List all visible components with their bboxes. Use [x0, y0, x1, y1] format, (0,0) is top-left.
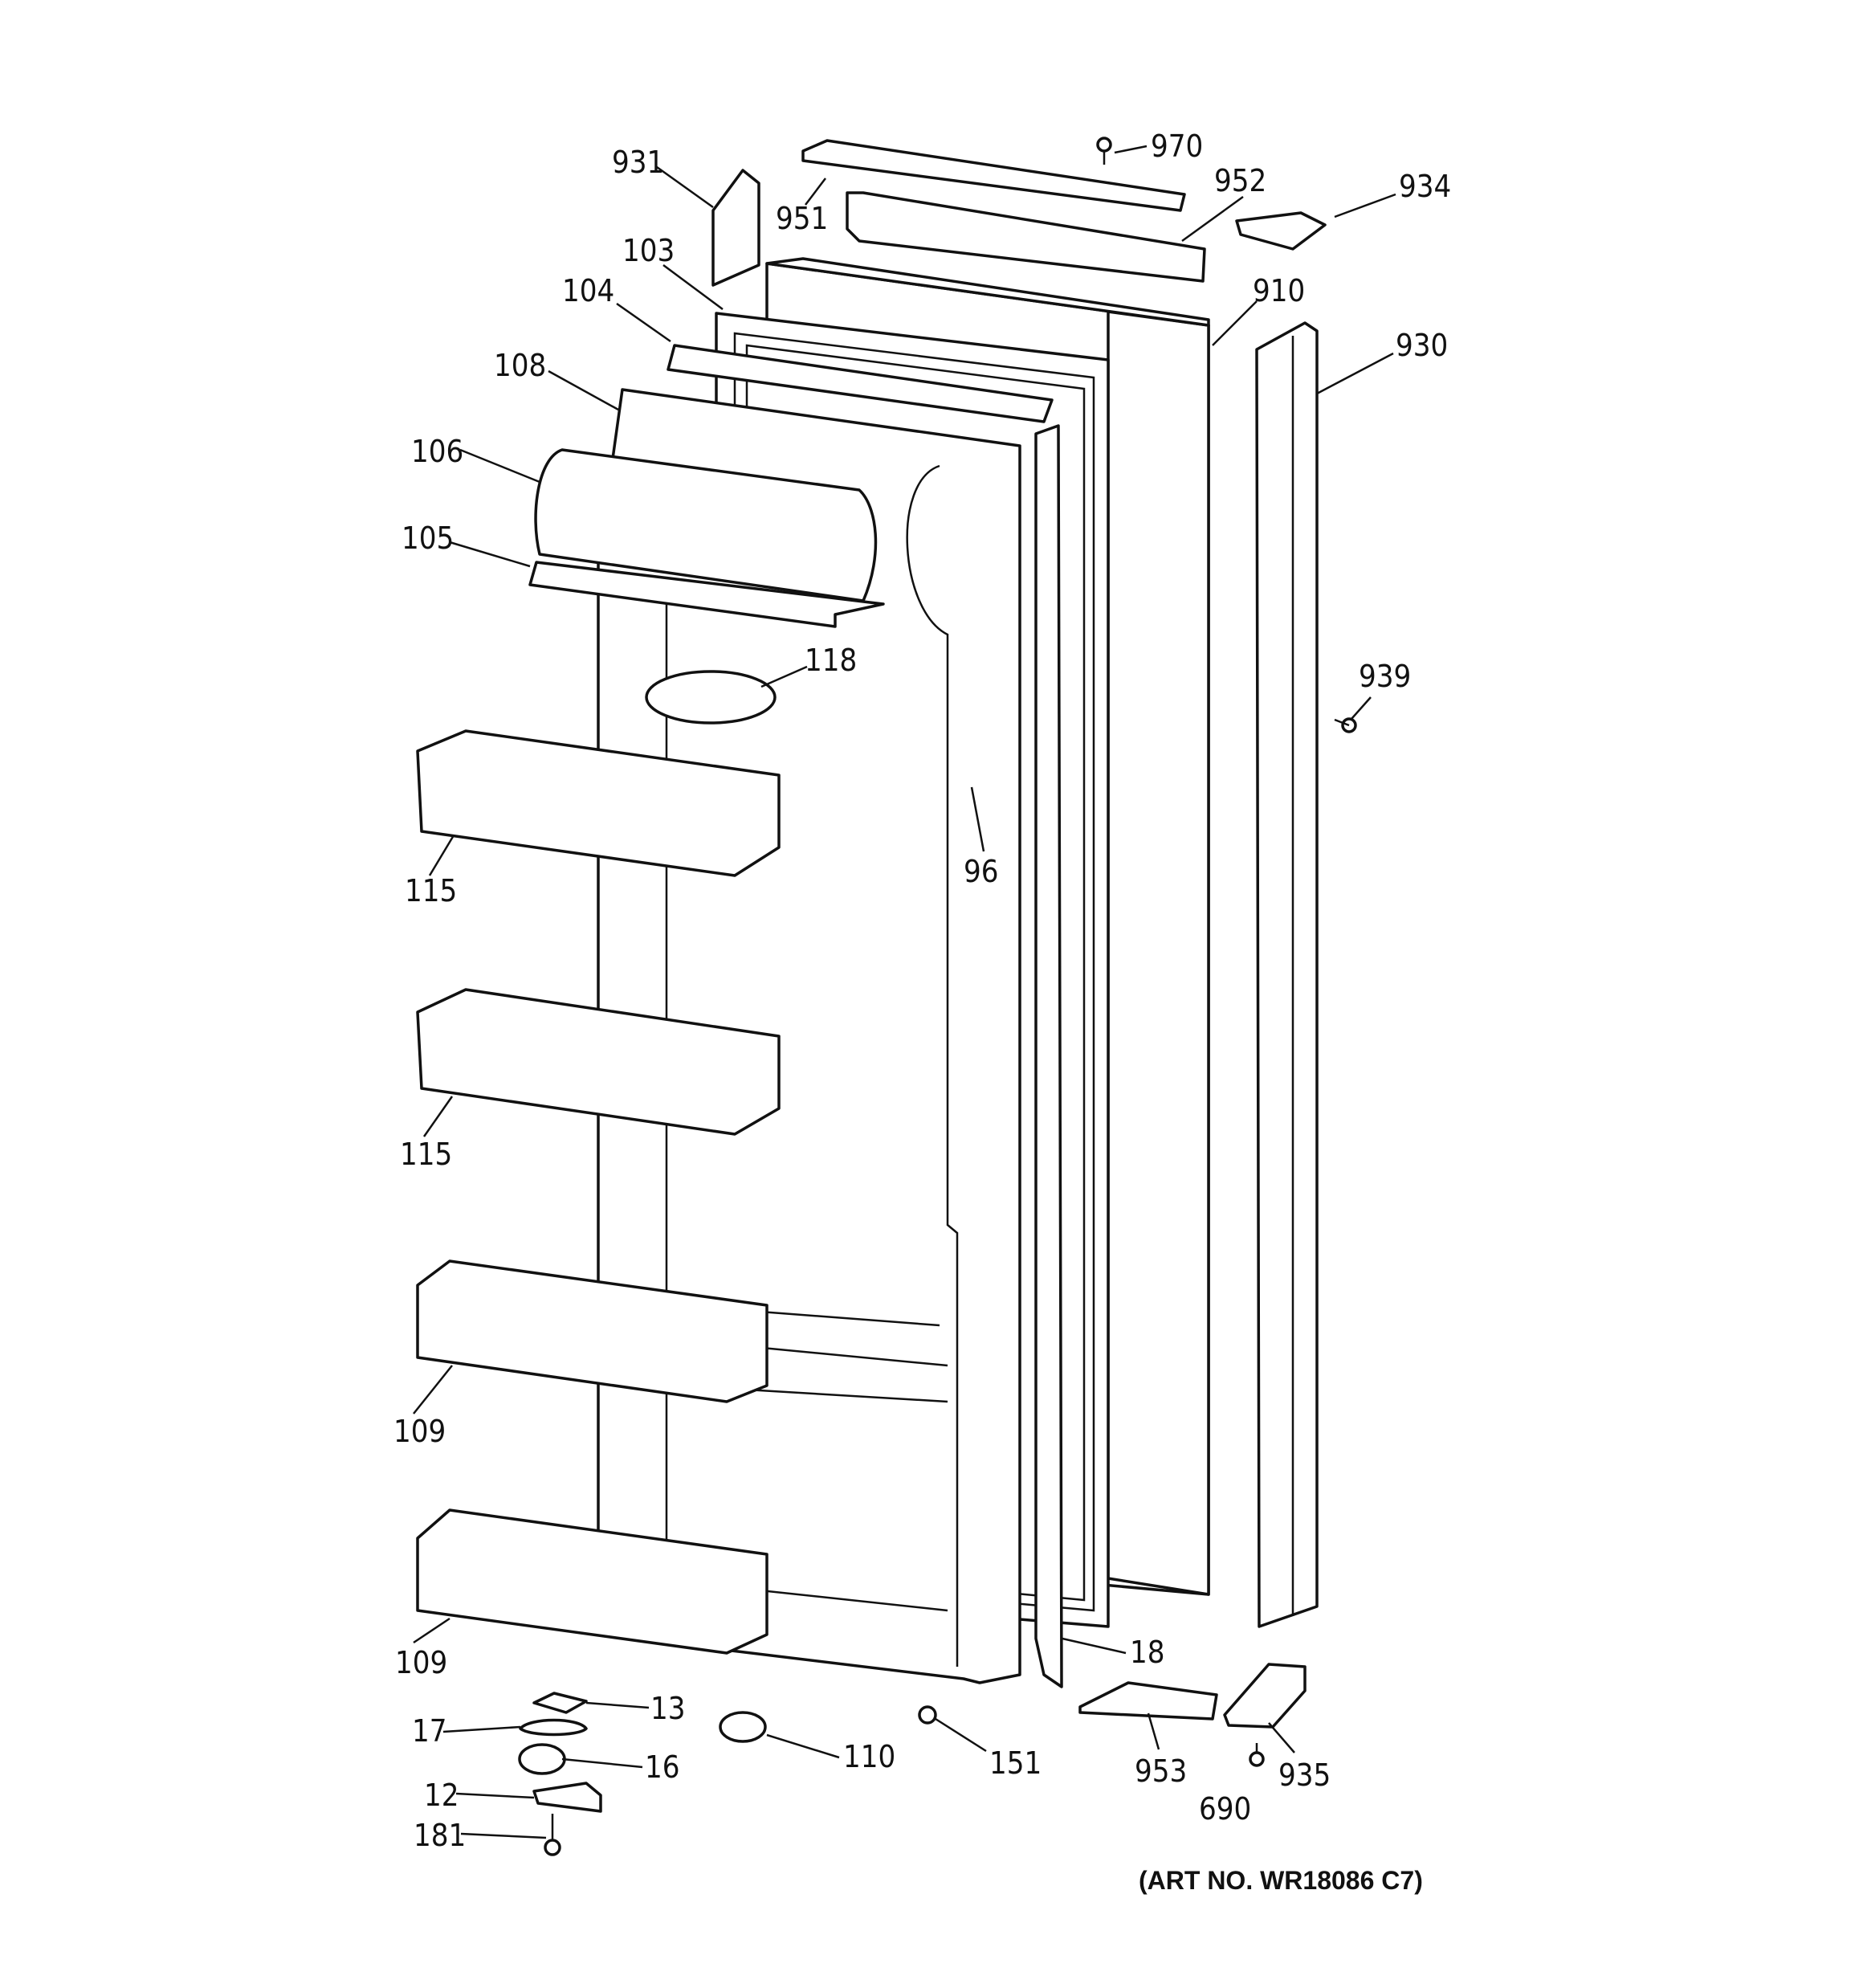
callout-115-lower: 115: [400, 1137, 452, 1172]
callout-970: 970: [1151, 129, 1203, 164]
part-110-plug: [719, 1711, 767, 1743]
art-number: (ART NO. WR18086 C7): [1139, 1866, 1423, 1895]
part-13-plate: [532, 1692, 588, 1714]
callout-105: 105: [402, 520, 454, 556]
callout-104: 104: [562, 273, 614, 308]
part-151-screw: [918, 1705, 937, 1725]
part-115-bin-upper: [416, 729, 781, 877]
callout-934: 934: [1399, 169, 1451, 204]
callout-118: 118: [805, 643, 857, 678]
callout-106: 106: [411, 434, 463, 469]
callout-930: 930: [1396, 328, 1448, 363]
leader-lines: [413, 145, 1396, 1839]
callout-952: 952: [1214, 163, 1266, 198]
part-105-dairy-shelf: [528, 561, 885, 628]
callout-939: 939: [1359, 659, 1411, 694]
callout-690: 690: [1199, 1791, 1251, 1827]
part-970-screw: [1096, 137, 1112, 165]
callout-109-upper: 109: [393, 1414, 446, 1449]
callout-935: 935: [1278, 1757, 1331, 1793]
part-690-screw: [1249, 1743, 1265, 1767]
callout-103: 103: [622, 233, 675, 268]
part-17-spring: [519, 1718, 588, 1737]
callout-181: 181: [414, 1818, 466, 1853]
part-951-top-cap: [801, 139, 1186, 212]
callout-18: 18: [1130, 1635, 1165, 1670]
callout-16: 16: [645, 1749, 680, 1785]
part-939-screw: [1334, 717, 1357, 733]
part-953-bottom-channel: [1078, 1681, 1218, 1721]
part-118-egg-holder: [645, 670, 777, 725]
part-16-cam: [518, 1743, 566, 1775]
callout-151: 151: [989, 1745, 1042, 1781]
callout-12: 12: [424, 1778, 459, 1813]
callout-951: 951: [776, 201, 828, 236]
callout-labels: 931 951 970 952 934 103 104 910 930 108 …: [393, 129, 1451, 1853]
part-931-trim-strip: [711, 169, 760, 287]
callout-110: 110: [843, 1739, 895, 1774]
part-109-bin-lower: [416, 1508, 768, 1655]
part-18-side-rail: [1034, 424, 1063, 1688]
part-181-screw: [544, 1814, 561, 1856]
callout-910: 910: [1253, 273, 1305, 308]
callout-931: 931: [612, 145, 664, 180]
callout-96: 96: [964, 854, 999, 889]
part-104-breaker-strip: [667, 344, 1054, 423]
callout-109-lower: 109: [395, 1645, 447, 1680]
part-12-hinge: [532, 1782, 602, 1813]
part-109-bin-upper: [416, 1259, 768, 1403]
part-952-top-channel: [846, 191, 1206, 283]
callout-13: 13: [650, 1691, 686, 1726]
part-934-hinge-cover: [1235, 211, 1327, 251]
callout-953: 953: [1135, 1753, 1187, 1789]
part-930-front-trim: [1255, 321, 1319, 1628]
callout-115-upper: 115: [405, 873, 457, 908]
callout-108: 108: [494, 348, 546, 383]
callout-17: 17: [412, 1713, 447, 1749]
part-935-hinge-cover: [1223, 1663, 1307, 1729]
part-115-bin-lower: [416, 988, 781, 1136]
